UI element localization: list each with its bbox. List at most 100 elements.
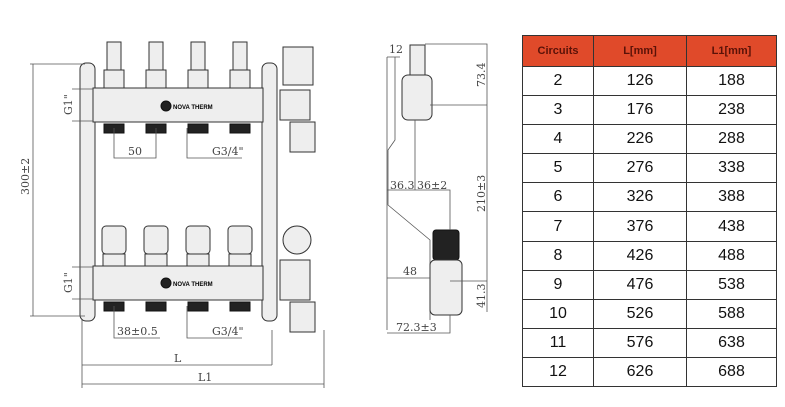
height-dimension: 300±2 (19, 158, 32, 195)
outlet-spacing-top: 50 (128, 145, 142, 158)
front-view: NOVA THERM NOVA THERM 300±2 G1" G1" 50 G… (19, 41, 325, 388)
logo: NOVA THERM (173, 105, 213, 111)
cell-l: 576 (593, 327, 687, 358)
dim-73-4: 73.4 (475, 63, 488, 88)
length-l-label: L (174, 352, 182, 365)
cell-circuits: 4 (522, 124, 594, 155)
dim-72-3: 72.3±3 (396, 321, 437, 334)
cell-l: 426 (593, 240, 687, 271)
cell-l: 526 (593, 298, 687, 329)
ball-valve-top (279, 89, 311, 121)
cell-l1: 338 (686, 153, 777, 184)
right-bracket (261, 62, 278, 322)
cell-l1: 488 (686, 240, 777, 271)
valve-handwheel (185, 225, 211, 255)
valve-handwheel (227, 225, 253, 255)
dim-12: 12 (389, 43, 403, 56)
side-view: 12 73.4 36.3 36±2 210±3 48 41.3 72.3±3 (386, 43, 488, 334)
dim-210: 210±3 (475, 175, 488, 212)
air-vent (282, 46, 314, 86)
cell-circuits: 6 (522, 182, 594, 213)
cell-l1: 388 (686, 182, 777, 213)
drain-valve-bottom (289, 301, 316, 333)
flowmeter (148, 41, 164, 71)
logo-icon (160, 277, 172, 289)
valve-handwheel (101, 225, 127, 255)
return-manifold-bar (92, 265, 264, 301)
outlet-fitting (187, 301, 209, 312)
dim-36: 36±2 (417, 179, 447, 192)
ball-valve-bottom (279, 259, 311, 301)
cell-l: 626 (593, 356, 687, 388)
cell-l: 276 (593, 153, 687, 184)
flowmeter (232, 41, 248, 71)
cell-l: 476 (593, 269, 687, 300)
valve-body-bottom (429, 259, 463, 316)
flowmeter-base (187, 69, 209, 89)
outlet-spacing-bottom: 38±0.5 (117, 325, 158, 338)
cell-l: 126 (593, 65, 687, 97)
technical-drawing: NOVA THERM NOVA THERM 300±2 G1" G1" 50 G… (19, 41, 488, 388)
logo-icon (160, 100, 172, 112)
cell-l1: 538 (686, 269, 777, 300)
flowmeter-base (145, 69, 167, 89)
cell-circuits: 10 (522, 298, 594, 329)
cell-circuits: 5 (522, 153, 594, 184)
cell-l1: 688 (686, 356, 777, 388)
flowmeter-base (229, 69, 251, 89)
cell-circuits: 9 (522, 269, 594, 300)
flowmeter-section (409, 44, 426, 76)
cell-l1: 188 (686, 65, 777, 97)
actuator-cap (432, 229, 460, 261)
table-header-row: Circuits L[mm] L1[mm] (522, 35, 777, 67)
cell-l1: 588 (686, 298, 777, 329)
inlet-thread-top: G1" (62, 94, 75, 115)
outlet-fitting (145, 301, 167, 312)
cell-circuits: 2 (522, 65, 594, 97)
outlet-fitting (187, 123, 209, 134)
cell-circuits: 3 (522, 95, 594, 126)
cell-l: 376 (593, 211, 687, 242)
flowmeter-base (103, 69, 125, 89)
supply-manifold-bar (92, 87, 264, 123)
valve-base (144, 253, 168, 267)
cell-l: 326 (593, 182, 687, 213)
inlet-thread-bottom: G1" (62, 272, 75, 293)
cell-l1: 438 (686, 211, 777, 242)
flowmeter (190, 41, 206, 71)
outlet-thread-top: G3/4" (212, 145, 244, 158)
pressure-gauge (282, 225, 312, 255)
valve-base (102, 253, 126, 267)
cell-circuits: 12 (522, 356, 594, 388)
cell-l1: 638 (686, 327, 777, 358)
length-l1-label: L1 (198, 371, 212, 384)
cell-l: 226 (593, 124, 687, 155)
dim-48: 48 (403, 265, 417, 278)
cell-circuits: 8 (522, 240, 594, 271)
outlet-fitting (229, 123, 251, 134)
dim-36-3: 36.3 (390, 179, 415, 192)
logo: NOVA THERM (173, 282, 213, 288)
drain-valve-top (289, 121, 316, 153)
cell-l: 176 (593, 95, 687, 126)
cell-circuits: 11 (522, 327, 594, 358)
valve-handwheel (143, 225, 169, 255)
header-circuits: Circuits (522, 35, 594, 67)
cell-circuits: 7 (522, 211, 594, 242)
cell-l1: 288 (686, 124, 777, 155)
header-l1: L1[mm] (686, 35, 777, 67)
valve-body-top (401, 74, 433, 121)
header-l: L[mm] (593, 35, 687, 67)
dim-41-3: 41.3 (475, 284, 488, 309)
